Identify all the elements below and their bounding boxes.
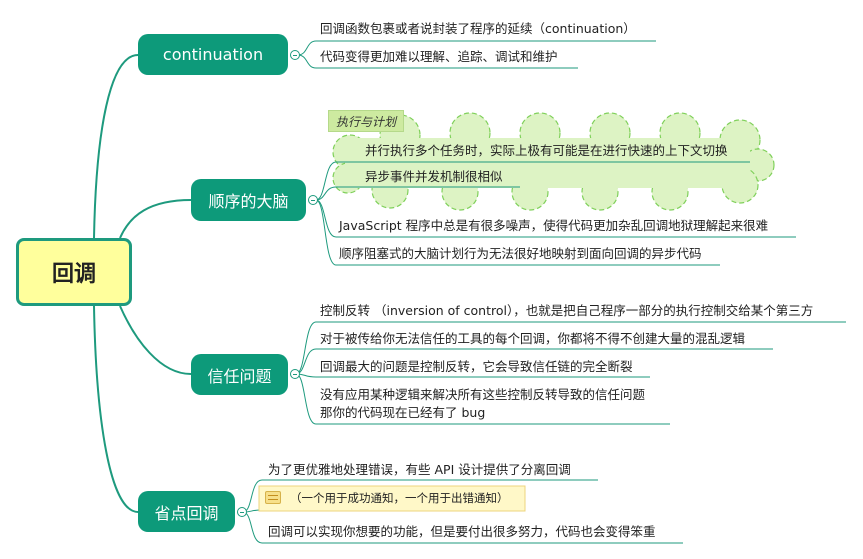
- root-to-continuation-link: [93, 54, 139, 239]
- leaf-continuation-1[interactable]: 回调函数包裹或者说封装了程序的延续（continuation）: [320, 21, 636, 36]
- root-to-callback-link: [93, 305, 139, 513]
- cloud-label[interactable]: 执行与计划: [328, 110, 404, 132]
- leaf-callbacks-1[interactable]: 为了更优雅地处理错误，有些 API 设计提供了分离回调: [268, 462, 571, 477]
- root-to-trust-link: [119, 305, 192, 375]
- branch-trust-issues[interactable]: 信任问题: [191, 354, 288, 395]
- collapse-toggle-callbacks[interactable]: [237, 507, 247, 517]
- branch-sequential-brain[interactable]: 顺序的大脑: [191, 179, 306, 221]
- leaf-callbacks-2[interactable]: 回调可以实现你想要的功能，但是要付出很多努力，代码也会变得笨重: [268, 524, 656, 539]
- collapse-toggle-continuation[interactable]: [290, 50, 300, 60]
- note-icon: [265, 491, 281, 504]
- collapse-toggle-brain[interactable]: [308, 195, 318, 205]
- leaf-trust-4b[interactable]: 那你的代码现在已经有了 bug: [320, 405, 486, 420]
- leaf-trust-3[interactable]: 回调最大的问题是控制反转，它会导致信任链的完全断裂: [320, 359, 633, 374]
- leaf-trust-4a[interactable]: 没有应用某种逻辑来解决所有这些控制反转导致的信任问题: [320, 387, 646, 402]
- leaf-brain-2[interactable]: 顺序阻塞式的大脑计划行为无法很好地映射到面向回调的异步代码: [339, 246, 702, 261]
- root-node[interactable]: 回调: [16, 238, 132, 306]
- collapse-toggle-trust[interactable]: [290, 369, 300, 379]
- leaf-continuation-2[interactable]: 代码变得更加难以理解、追踪、调试和维护: [320, 49, 558, 64]
- branch-save-callbacks[interactable]: 省点回调: [138, 491, 235, 532]
- leaf-trust-2[interactable]: 对于被传给你无法信任的工具的每个回调，你都将不得不创建大量的混乱逻辑: [320, 331, 746, 346]
- leaf-trust-1[interactable]: 控制反转 （inversion of control），也就是把自己程序一部分的…: [320, 303, 814, 318]
- leaf-brain-cloud-1[interactable]: 并行执行多个任务时，实际上极有可能是在进行快速的上下文切换: [365, 143, 728, 158]
- leaf-brain-cloud-2[interactable]: 异步事件并发机制很相似: [365, 169, 503, 184]
- root-to-brain-link: [119, 199, 192, 239]
- branch-continuation[interactable]: continuation: [138, 34, 288, 75]
- leaf-callbacks-note[interactable]: （一个用于成功通知，一个用于出错通知）: [290, 491, 509, 505]
- leaf-brain-1[interactable]: JavaScript 程序中总是有很多噪声，使得代码更加杂乱回调地狱理解起来很难: [339, 218, 769, 233]
